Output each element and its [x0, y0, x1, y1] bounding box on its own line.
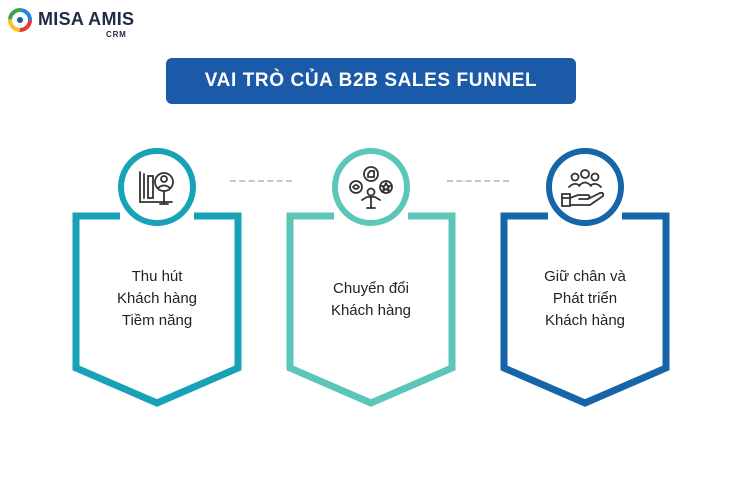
target-customer-icon: [139, 171, 174, 205]
stage-label-line: Tiềm năng: [121, 312, 193, 329]
stage-frame: [286, 148, 456, 407]
page-title: VAI TRÒ CỦA B2B SALES FUNNEL: [166, 58, 576, 104]
stage-card-3: Giữ chân và Phát triển Khách hàng: [500, 148, 670, 408]
misa-logo-icon: [8, 8, 32, 32]
stage-frame: [500, 148, 670, 407]
connector-line: [230, 180, 292, 182]
stage-label-line: Phát triển: [552, 290, 618, 307]
stage-label: Chuyển đổi Khách hàng: [300, 278, 442, 322]
stage-label: Giữ chân và Phát triển Khách hàng: [514, 266, 656, 332]
stage-label: Thu hút Khách hàng Tiềm năng: [86, 266, 228, 332]
stage-card-2: Chuyển đổi Khách hàng: [286, 148, 456, 408]
stage-card-1: Thu hút Khách hàng Tiềm năng: [72, 148, 242, 408]
connector-line: [447, 180, 509, 182]
stage-label-line: Giữ chân và: [544, 268, 626, 285]
brand-sub: CRM: [106, 30, 127, 39]
brand-name: MISA AMIS: [38, 9, 135, 29]
stage-label-line: Khách hàng: [544, 312, 626, 329]
engagement-icon: [349, 166, 393, 209]
stage-label-line: Chuyển đổi: [333, 280, 409, 297]
stage-label-line: Thu hút: [131, 268, 183, 285]
stage-label-line: Khách hàng: [330, 302, 412, 319]
brand-logo: MISA AMIS CRM: [8, 8, 148, 42]
customer-care-icon: [561, 169, 605, 207]
stage-label-line: Khách hàng: [116, 290, 198, 307]
